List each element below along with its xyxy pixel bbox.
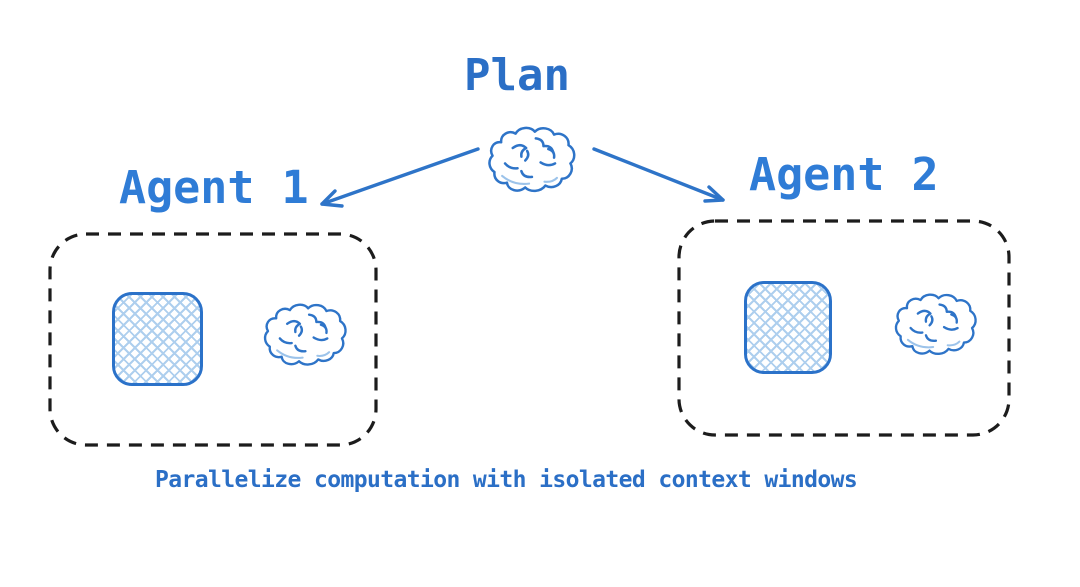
agent1-context-box bbox=[48, 232, 378, 447]
dashed-border bbox=[48, 232, 378, 447]
agent1-brain-icon bbox=[257, 301, 352, 374]
agent2-label: Agent 2 bbox=[749, 148, 939, 201]
arrow-to-agent1 bbox=[320, 147, 480, 208]
caption: Parallelize computation with isolated co… bbox=[155, 467, 858, 493]
agent2-brain-icon bbox=[888, 291, 982, 363]
context-window-square bbox=[744, 281, 832, 374]
agent1-label: Agent 1 bbox=[119, 161, 309, 214]
plan-brain-icon bbox=[481, 124, 581, 201]
dashed-border bbox=[677, 219, 1011, 437]
agent2-context-box bbox=[677, 219, 1011, 437]
context-window-square bbox=[112, 292, 203, 386]
page-title: Plan bbox=[464, 50, 570, 101]
arrow-to-agent2 bbox=[592, 147, 725, 203]
